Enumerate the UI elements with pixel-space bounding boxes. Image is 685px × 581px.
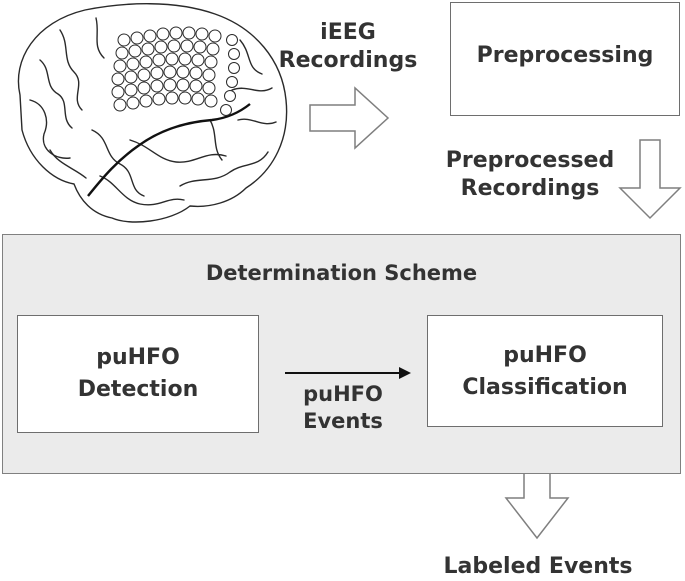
preprocessed-recordings-label: Preprocessed Recordings <box>430 147 630 203</box>
preprocessing-box: Preprocessing <box>450 2 680 116</box>
puhfo-classification-box: puHFO Classification <box>427 315 663 427</box>
ieeg-recordings-label: iEEG Recordings <box>262 19 434 75</box>
determination-scheme-panel: Determination Scheme puHFO Detection puH… <box>2 234 681 474</box>
classification-label: puHFO Classification <box>428 340 662 404</box>
brain-illustration <box>17 3 288 223</box>
classification-label-line1: puHFO <box>503 343 587 368</box>
preprocessing-label: Preprocessing <box>476 43 654 68</box>
puhfo-events-line1: puHFO <box>303 382 383 406</box>
right-block-arrow <box>309 86 390 150</box>
down-block-arrow-preprocessing <box>618 139 682 220</box>
labeled-events-label: Labeled Events <box>443 554 633 579</box>
preprocessed-label-line2: Recordings <box>460 176 600 202</box>
ieeg-label-line1: iEEG <box>320 20 376 45</box>
detection-label-line1: puHFO <box>96 345 180 370</box>
classification-label-line2: Classification <box>462 374 628 400</box>
brain-outline <box>17 3 288 223</box>
puhfo-detection-box: puHFO Detection <box>17 315 259 433</box>
scheme-title: Determination Scheme <box>205 261 478 285</box>
ieeg-label-line2: Recordings <box>278 48 418 74</box>
electrode-grid <box>111 26 222 112</box>
detection-label-line2: Detection <box>77 376 199 402</box>
detection-to-classification-arrow <box>285 367 411 379</box>
preprocessed-label-line1: Preprocessed <box>445 148 615 173</box>
detection-label: puHFO Detection <box>18 342 258 406</box>
puhfo-events-label: puHFO Events <box>263 381 423 435</box>
electrode-strip <box>220 34 240 116</box>
puhfo-events-line2: Events <box>303 408 383 433</box>
lateral-sulcus <box>87 103 251 197</box>
